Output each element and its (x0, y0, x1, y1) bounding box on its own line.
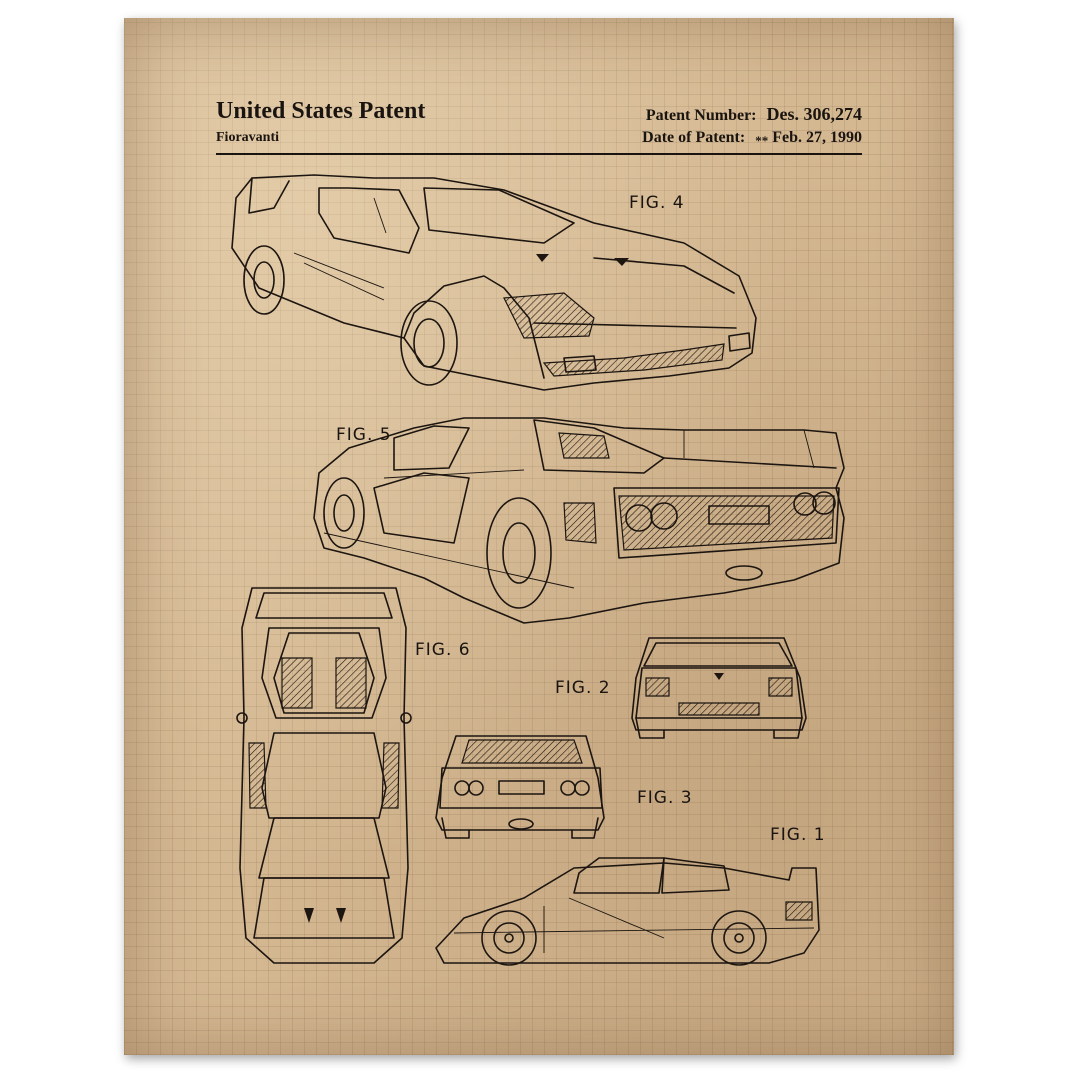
patent-date-value: Feb. 27, 1990 (772, 129, 862, 146)
patent-print: United States Patent Fioravanti Patent N… (124, 18, 954, 1055)
fig2-car-drawing (631, 637, 807, 739)
patent-date-marker: ** (755, 133, 769, 148)
fig3-label: FIG. 3 (637, 788, 693, 808)
fig6-car-drawing (236, 587, 412, 964)
fig2-label: FIG. 2 (555, 678, 611, 698)
inventor-name: Fioravanti (216, 130, 279, 145)
patent-header: United States Patent Fioravanti Patent N… (216, 98, 862, 158)
fig4-label: FIG. 4 (629, 193, 685, 213)
patent-drawings (231, 174, 845, 966)
fig3-car-drawing (435, 735, 605, 839)
patent-number-value: Des. 306,274 (766, 104, 863, 124)
patent-date-row: Date of Patent: **Feb. 27, 1990 (642, 129, 862, 149)
fig5-label: FIG. 5 (336, 425, 392, 445)
fig1-car-drawing (435, 857, 820, 966)
patent-date-label: Date of Patent: (642, 129, 746, 146)
patent-number-label: Patent Number: (645, 107, 757, 124)
patent-title: United States Patent (216, 98, 426, 124)
patent-number-row: Patent Number: Des. 306,274 (646, 104, 862, 125)
fig1-label: FIG. 1 (770, 825, 826, 845)
fig4-car-drawing (231, 174, 757, 391)
fig5-car-drawing (313, 417, 845, 624)
fig6-label: FIG. 6 (415, 640, 471, 660)
header-rule (216, 153, 862, 155)
